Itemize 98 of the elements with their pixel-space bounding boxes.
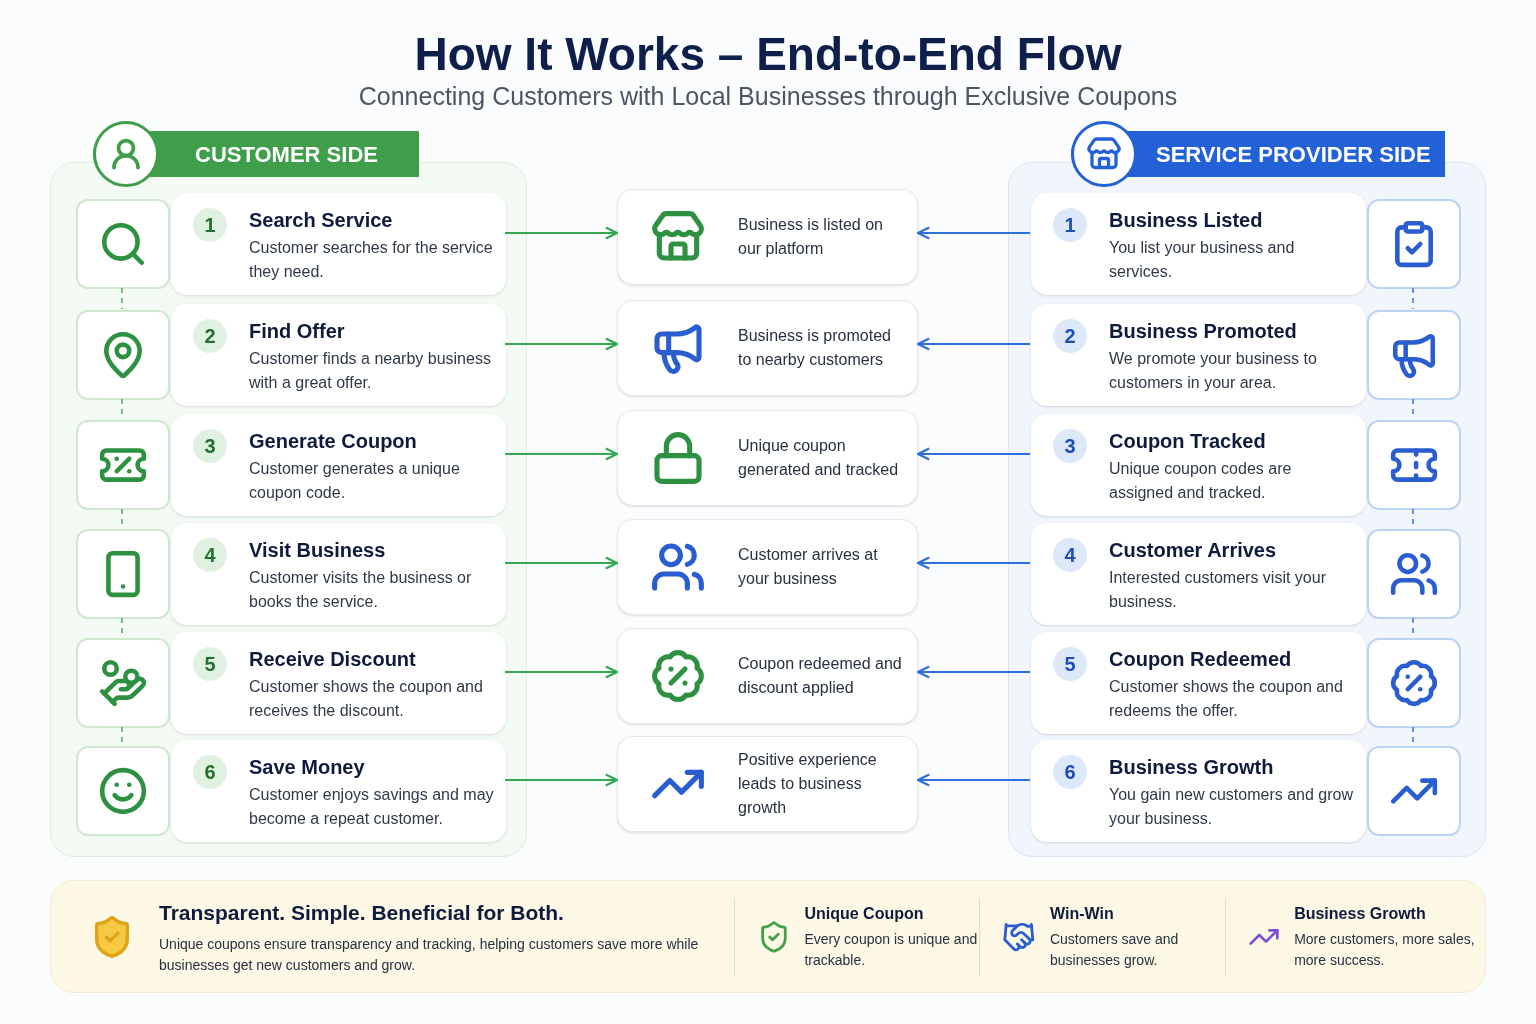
side-heading: SERVICE PROVIDER SIDE — [1156, 140, 1431, 169]
icon-box — [1367, 746, 1461, 836]
summary-text: Unique coupons ensure transparency and tracking, helping customers save more while businesses get new customers and grow. — [159, 935, 700, 976]
step-title: Business Promoted — [1109, 319, 1298, 344]
step-number: 2 — [193, 319, 227, 353]
icon-box — [76, 638, 170, 728]
step-title: Customer Arrives — [1109, 538, 1278, 563]
step-number: 3 — [1053, 429, 1087, 463]
step-card — [171, 304, 506, 406]
step-number: 3 — [193, 429, 227, 463]
arrow — [505, 337, 619, 351]
icon-box — [76, 529, 170, 619]
arrow — [916, 447, 1030, 461]
step-title: Visit Business — [249, 538, 387, 563]
outcome-card — [617, 410, 918, 506]
step-card — [171, 193, 506, 295]
step-card — [1031, 523, 1366, 625]
arrow — [505, 556, 619, 570]
step-description: Customer shows the coupon and receives the discount. — [249, 677, 484, 721]
outcome-card — [617, 189, 918, 285]
icon-box — [1367, 310, 1461, 400]
step-description: We promote your business to customers in your area. — [1109, 349, 1318, 393]
icon-box — [76, 420, 170, 510]
step-card — [1031, 632, 1366, 734]
icon-box — [76, 199, 170, 289]
step-description: You gain new customers and grow your business. — [1109, 785, 1354, 829]
icon-box — [76, 310, 170, 400]
icon-box — [1367, 420, 1461, 510]
outcome-text: Business is listed on our platform — [738, 215, 884, 259]
outcome-card — [617, 628, 918, 724]
arrow — [916, 773, 1030, 787]
outcome-card — [617, 300, 918, 396]
arrow — [505, 773, 619, 787]
arrow — [505, 665, 619, 679]
step-number: 6 — [193, 755, 227, 789]
outcome-text: Unique coupon generated and tracked — [738, 436, 900, 480]
arrow — [505, 447, 619, 461]
step-card — [171, 632, 506, 734]
feature-heading: Business Growth — [1294, 904, 1427, 924]
step-number: 5 — [193, 647, 227, 681]
outcome-card — [617, 519, 918, 615]
outcome-text: Positive experience leads to business growth — [738, 750, 878, 818]
step-title: Coupon Tracked — [1109, 429, 1267, 454]
step-card — [171, 414, 506, 516]
step-title: Business Listed — [1109, 208, 1264, 233]
step-title: Search Service — [249, 208, 394, 233]
step-number: 1 — [1053, 208, 1087, 242]
step-title: Business Growth — [1109, 755, 1275, 780]
step-number: 1 — [193, 208, 227, 242]
outcome-card — [617, 736, 918, 832]
step-title: Save Money — [249, 755, 366, 780]
step-title: Coupon Redeemed — [1109, 647, 1293, 672]
step-card — [171, 740, 506, 842]
icon-box — [1367, 638, 1461, 728]
subtitle: Connecting Customers with Local Businesses through Exclusive Coupons — [357, 81, 1179, 112]
side-heading: CUSTOMER SIDE — [195, 140, 378, 169]
step-description: Interested customers visit your business. — [1109, 568, 1327, 612]
summary-heading: Transparent. Simple. Beneficial for Both. — [159, 899, 565, 926]
outcome-text: Business is promoted to nearby customers — [738, 326, 892, 370]
icon-box — [76, 746, 170, 836]
title: How It Works – End-to-End Flow — [413, 27, 1123, 82]
step-title: Generate Coupon — [249, 429, 418, 454]
step-description: Customer enjoys savings and may become a repeat customer. — [249, 785, 494, 829]
outcome-text: Customer arrives at your business — [738, 545, 879, 589]
arrow — [505, 226, 619, 240]
feature-text: Every coupon is unique and trackable. — [804, 930, 979, 970]
connector-line — [121, 287, 123, 310]
step-card — [1031, 414, 1366, 516]
step-card — [171, 523, 506, 625]
step-number: 6 — [1053, 755, 1087, 789]
step-card — [1031, 193, 1366, 295]
arrow — [916, 556, 1030, 570]
step-card — [1031, 304, 1366, 406]
step-number: 2 — [1053, 319, 1087, 353]
arrow — [916, 337, 1030, 351]
step-number: 5 — [1053, 647, 1087, 681]
icon-box — [1367, 199, 1461, 289]
step-description: Customer searches for the service they need. — [249, 238, 494, 282]
step-description: Customer shows the coupon and redeems the offer. — [1109, 677, 1344, 721]
step-card — [1031, 740, 1366, 842]
step-title: Find Offer — [249, 319, 346, 344]
icon-box — [1367, 529, 1461, 619]
step-description: You list your business and services. — [1109, 238, 1296, 282]
step-description: Customer generates a unique coupon code. — [249, 459, 461, 503]
feature-heading: Unique Coupon — [804, 904, 925, 924]
step-description: Unique coupon codes are assigned and tracked. — [1109, 459, 1293, 503]
step-number: 4 — [1053, 538, 1087, 572]
arrow — [916, 226, 1030, 240]
outcome-text: Coupon redeemed and discount applied — [738, 654, 903, 698]
connector-line — [1412, 287, 1414, 310]
feature-heading: Win-Win — [1049, 904, 1115, 924]
step-description: Customer visits the business or books the service. — [249, 568, 473, 612]
feature-text: More customers, more sales, more success. — [1294, 930, 1476, 970]
step-description: Customer finds a nearby business with a great offer. — [249, 349, 492, 393]
feature-text: Customers save and businesses grow. — [1049, 930, 1180, 970]
step-number: 4 — [193, 538, 227, 572]
step-title: Receive Discount — [249, 647, 417, 672]
arrow — [916, 665, 1030, 679]
